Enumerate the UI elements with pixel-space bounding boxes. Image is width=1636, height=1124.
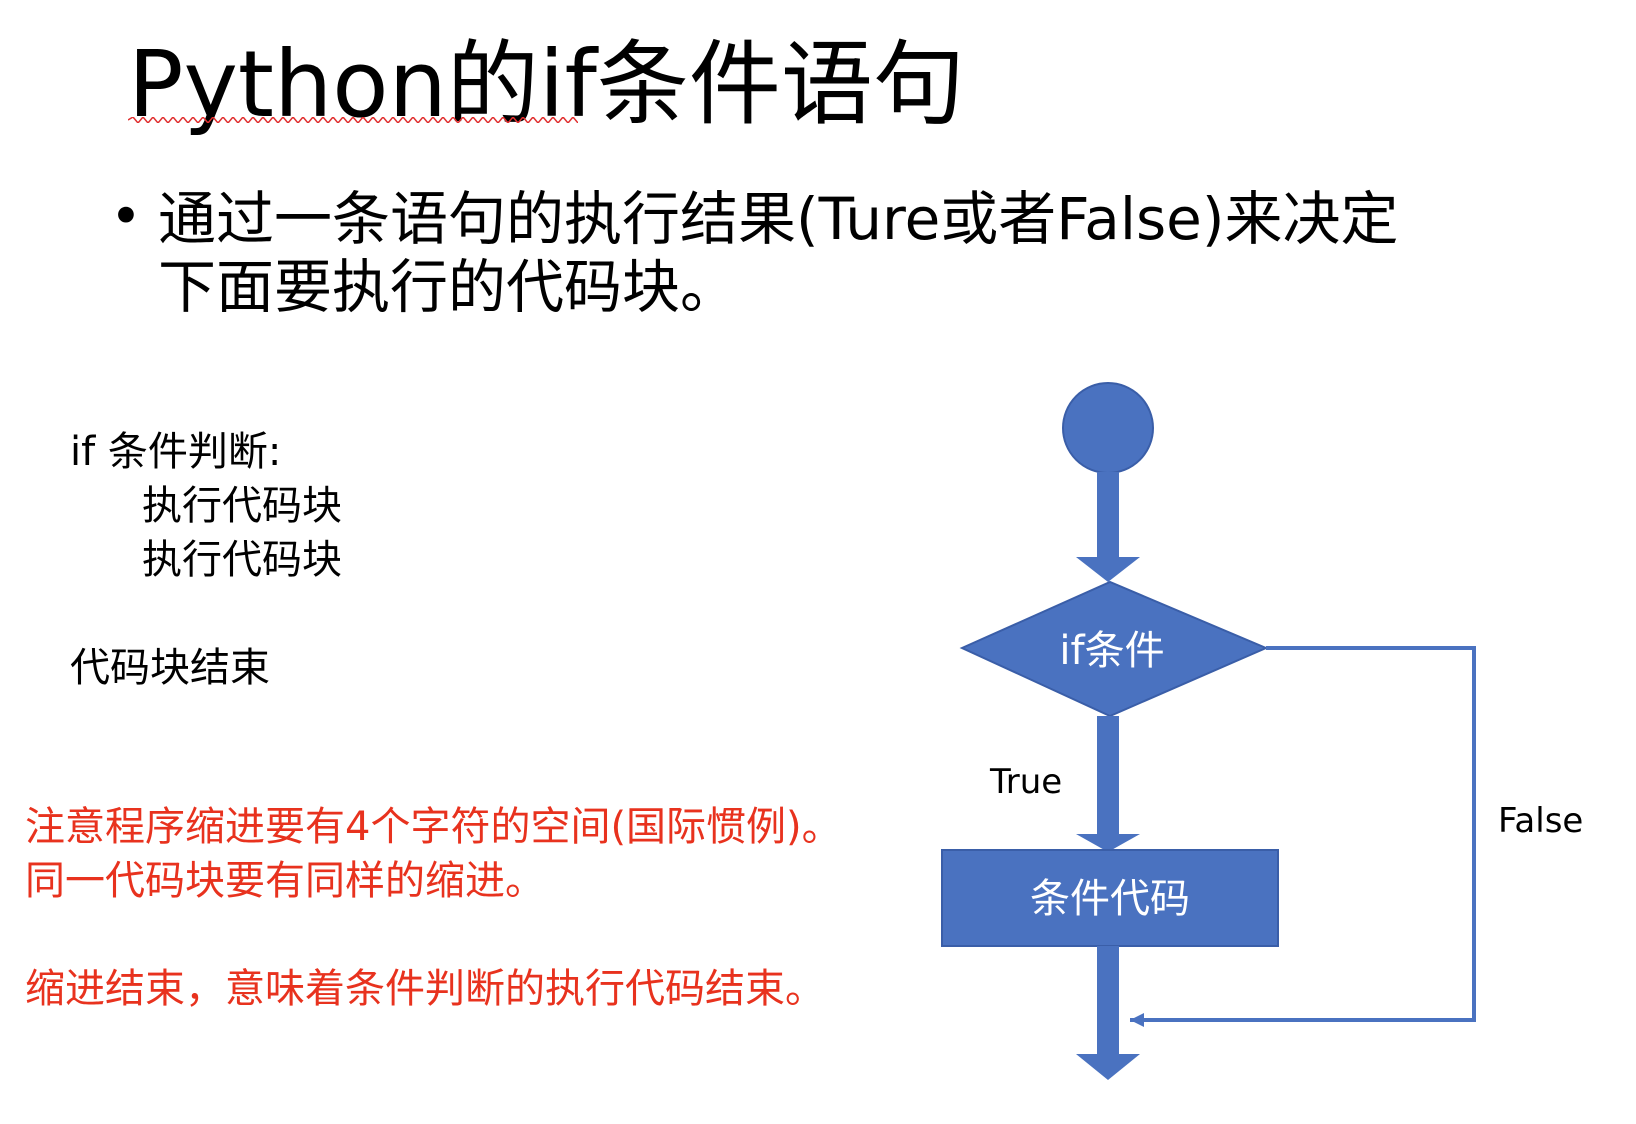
false-label: False — [1498, 801, 1583, 841]
bullet-dot-icon: • — [110, 185, 142, 248]
code-line-body-2: 执行代码块 — [142, 537, 342, 583]
bullet-line-2: 下面要执行的代码块。 — [158, 253, 739, 321]
process-label: 条件代码 — [1030, 876, 1190, 922]
note-line-2: 同一代码块要有同样的缩进。 — [25, 858, 545, 904]
code-example: if 条件判断: 执行代码块 执行代码块 代码块结束 — [70, 425, 342, 695]
arrow-exit — [1076, 946, 1140, 1080]
arrow-start-to-decision — [1076, 472, 1140, 582]
false-branch-arrowhead — [1130, 1013, 1144, 1027]
true-label: True — [989, 762, 1062, 802]
note-line-3: 缩进结束，意味着条件判断的执行代码结束。 — [25, 966, 825, 1012]
code-line-if: if 条件判断: — [70, 429, 282, 475]
process-box — [941, 849, 1279, 947]
start-node — [1062, 382, 1154, 474]
bullet-text: 通过一条语句的执行结果(Ture或者False)来决定 下面要执行的代码块。 — [158, 185, 1399, 321]
indent-notes: 注意程序缩进要有4个字符的空间(国际惯例)。 同一代码块要有同样的缩进。 缩进结… — [25, 800, 842, 1016]
arrow-true-branch — [1076, 716, 1140, 852]
false-branch-line — [1130, 646, 1476, 1022]
note-line-1: 注意程序缩进要有4个字符的空间(国际惯例)。 — [25, 804, 842, 850]
code-line-body-1: 执行代码块 — [142, 483, 342, 529]
code-line-end: 代码块结束 — [70, 645, 270, 691]
decision-label: if条件 — [1059, 628, 1164, 674]
bullet-line-1: 通过一条语句的执行结果(Ture或者False)来决定 — [158, 185, 1399, 253]
